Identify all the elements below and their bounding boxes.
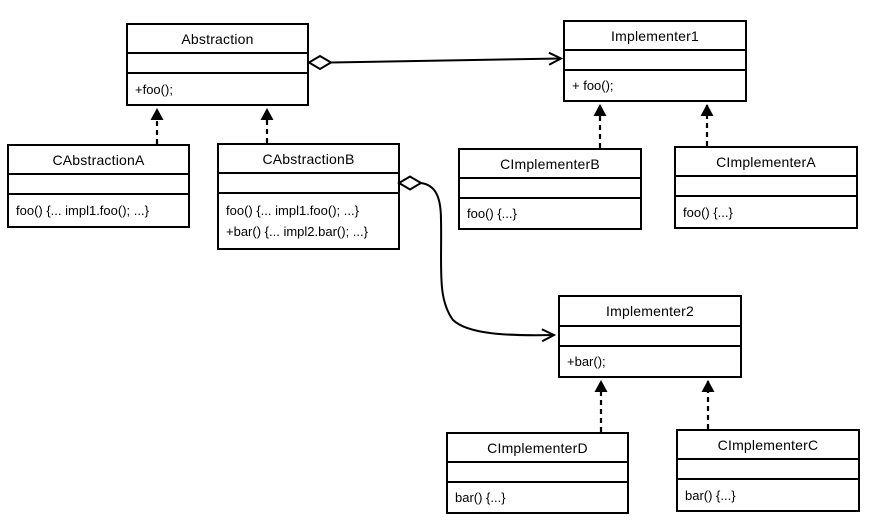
class-methods-compartment: foo() {...}	[460, 197, 640, 228]
class-methods-compartment: foo() {... impl1.foo(); ...}	[9, 193, 188, 226]
class-title: Implementer2	[606, 303, 694, 319]
method-line: +foo();	[135, 81, 173, 97]
class-box-abstraction: Abstraction +foo();	[126, 23, 309, 106]
class-title: Abstraction	[181, 30, 254, 47]
class-methods-compartment: foo() {...}	[676, 195, 856, 227]
class-attributes-compartment	[460, 177, 640, 197]
class-attributes-compartment	[448, 461, 627, 481]
class-box-implementer1: Implementer1 + foo();	[563, 20, 747, 102]
class-title: CImplementerC	[717, 436, 819, 453]
class-methods-compartment: bar() {...}	[678, 478, 858, 510]
class-box-cimplementerc: CImplementerC bar() {...}	[676, 429, 860, 512]
class-title: CImplementerB	[500, 155, 600, 172]
class-title: CImplementerA	[716, 153, 816, 170]
class-methods-compartment: bar() {...}	[448, 481, 627, 512]
class-attributes-compartment	[560, 325, 740, 345]
class-methods-compartment: foo() {... impl1.foo(); ...} +bar() {...…	[219, 192, 398, 248]
class-attributes-compartment	[565, 49, 745, 69]
class-title: CImplementerD	[487, 439, 588, 456]
method-line: foo() {...}	[467, 206, 517, 221]
class-box-cabstractionb: CAbstractionB foo() {... impl1.foo(); ..…	[217, 143, 400, 250]
class-methods-compartment: +foo();	[128, 72, 307, 104]
class-methods-compartment: +bar();	[560, 345, 740, 376]
class-methods-compartment: + foo();	[565, 69, 745, 100]
class-box-cimplementerd: CImplementerD bar() {...}	[446, 432, 629, 514]
method-line: + foo();	[572, 78, 614, 93]
method-line: foo() {... impl1.foo(); ...}	[16, 203, 149, 218]
class-box-implementer2: Implementer2 +bar();	[558, 295, 742, 378]
class-box-cimplementera: CImplementerA foo() {...}	[674, 146, 858, 229]
method-line: bar() {...}	[685, 487, 736, 503]
class-attributes-compartment	[676, 175, 856, 195]
method-line: bar() {...}	[455, 490, 506, 505]
class-title: Implementer1	[611, 27, 699, 44]
method-line: +bar() {... impl2.bar(); ...}	[226, 224, 368, 239]
class-attributes-compartment	[678, 458, 858, 478]
method-line: foo() {...}	[683, 204, 733, 220]
class-title: CAbstractionA	[52, 151, 145, 168]
method-line: +bar();	[567, 354, 606, 369]
aggregation-diamond-icon	[397, 175, 423, 191]
class-attributes-compartment	[9, 173, 188, 193]
class-attributes-compartment	[219, 172, 398, 192]
class-title: CAbstractionB	[262, 150, 355, 167]
aggregation-diamond-icon	[307, 54, 333, 71]
method-line: foo() {... impl1.foo(); ...}	[226, 203, 359, 218]
class-attributes-compartment	[128, 52, 307, 72]
class-box-cabstractiona: CAbstractionA foo() {... impl1.foo(); ..…	[7, 144, 190, 228]
aggregation-arrow-abstraction-implementer1	[330, 51, 564, 66]
class-box-cimplementerb: CImplementerB foo() {...}	[458, 148, 642, 230]
